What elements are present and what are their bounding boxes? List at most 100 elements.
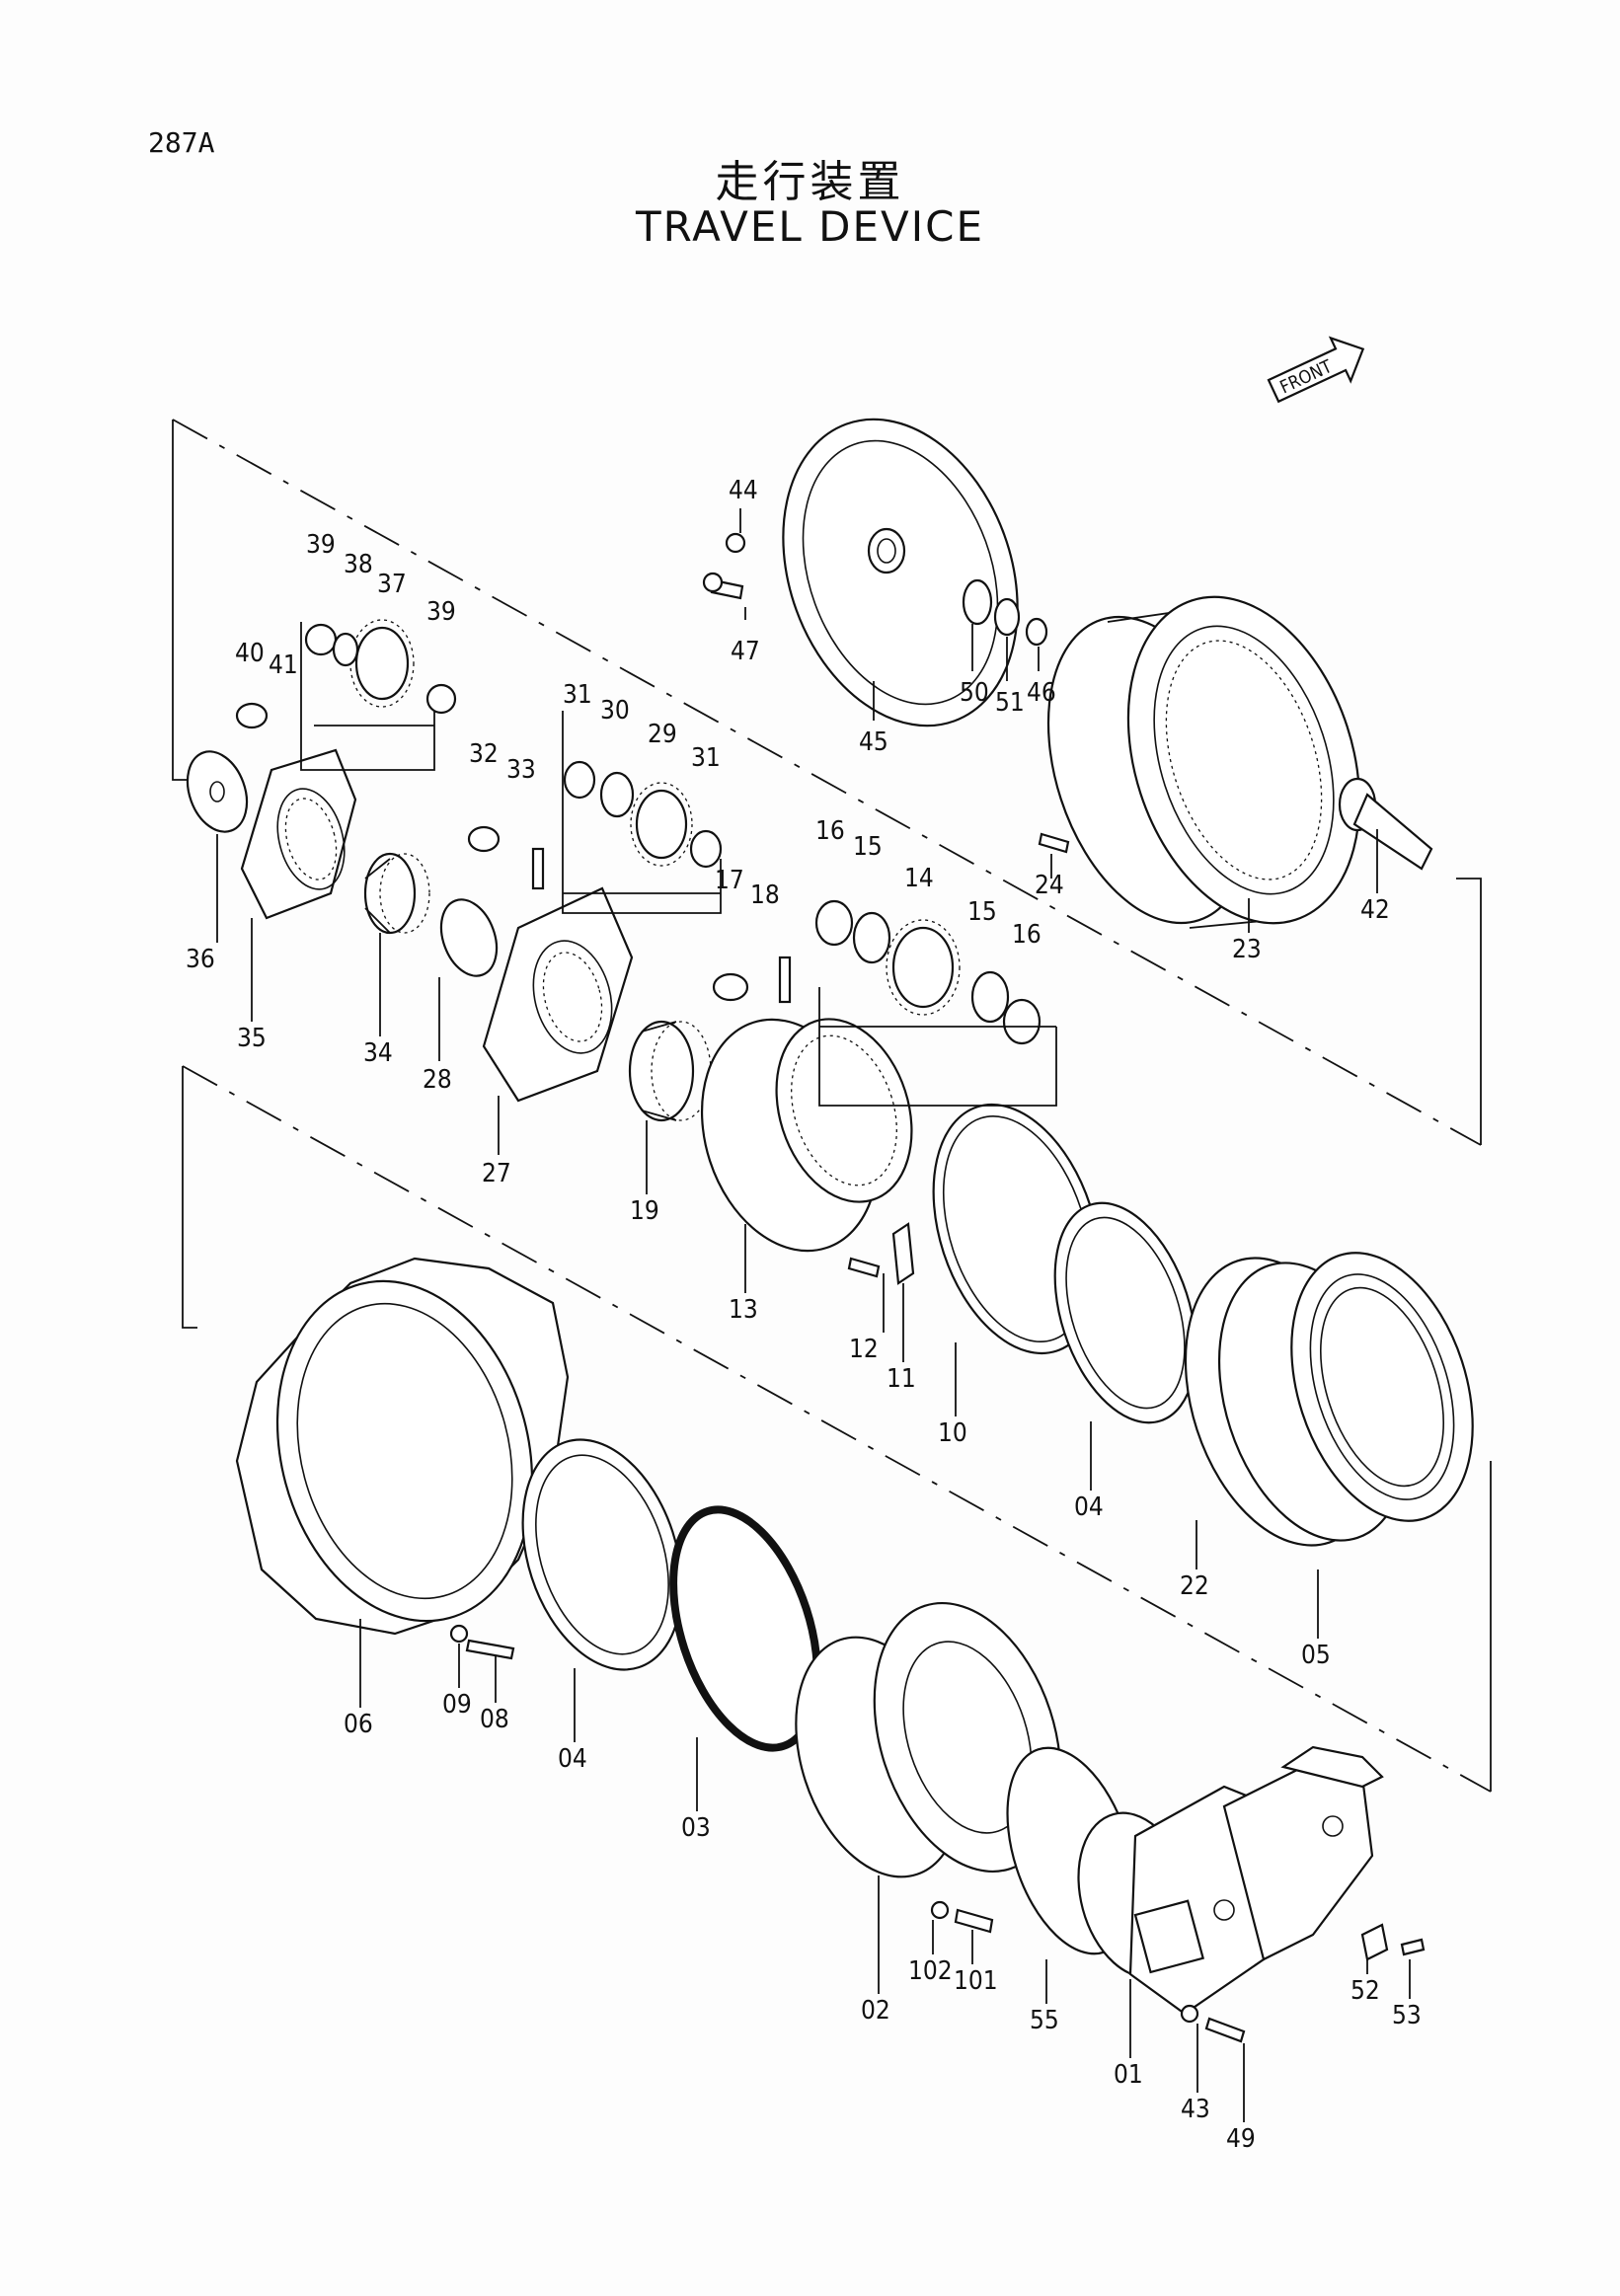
part-13-carrier [700,1018,913,1253]
label-16-b: 16 [1012,920,1041,950]
part-33-pin [531,847,545,890]
label-01: 01 [1114,2060,1143,2090]
part-45-cover [782,418,1019,727]
part-42-shaft [1338,777,1433,871]
part-17-pin [712,972,749,1002]
label-15-a: 15 [853,832,883,862]
part-29-gear [630,782,693,867]
part-03-o-ring [669,1505,821,1752]
label-32: 32 [469,739,499,769]
label-43: 43 [1181,2095,1210,2124]
label-11: 11 [887,1364,916,1394]
label-05: 05 [1301,1641,1331,1670]
label-15-b: 15 [967,897,997,927]
part-24-bolt [1038,832,1070,854]
part-09-washer [449,1624,469,1644]
part-49-bolt [1204,2017,1246,2043]
part-101-bolt [954,1908,994,1934]
label-37: 37 [377,570,407,599]
leader-lines [216,508,1411,2122]
part-04-floating-seal [1053,1201,1197,1424]
label-14: 14 [904,864,934,893]
title-english: TRAVEL DEVICE [635,202,985,251]
front-arrow-icon: FRONT [1267,336,1365,404]
label-30: 30 [600,696,630,726]
part-38-bearing [332,632,359,667]
label-17: 17 [715,866,744,895]
part-11-plate [891,1222,915,1285]
part-01-travel-motor [1077,1745,1384,2016]
label-39-b: 39 [426,597,456,627]
label-22: 22 [1180,1571,1209,1601]
label-45: 45 [859,727,888,757]
part-37-planet-gear [349,619,415,708]
label-23: 23 [1232,935,1262,964]
label-49: 49 [1226,2124,1256,2154]
label-29: 29 [648,720,677,749]
part-04-seal-2-inner [535,1454,669,1655]
part-16-washer-2 [1002,998,1041,1045]
label-16-a: 16 [815,816,845,846]
label-31-a: 31 [563,680,592,710]
label-40: 40 [235,639,265,668]
label-55: 55 [1030,2006,1059,2035]
part-36-hole [209,781,225,803]
page-number: 287A [148,126,215,159]
label-02: 02 [861,1996,890,2026]
label-04-a: 04 [1074,1492,1104,1522]
label-24: 24 [1035,871,1064,900]
label-31-b: 31 [691,743,721,773]
part-34-sun-gear [363,852,430,935]
part-12-bolt [847,1257,881,1278]
label-08: 08 [480,1705,509,1734]
part-05-hub [1217,1252,1474,1542]
label-09: 09 [442,1690,472,1720]
part-04-seal-inner [1065,1216,1186,1410]
label-03: 03 [681,1813,711,1843]
part-15-bearing [852,911,891,964]
label-28: 28 [423,1065,452,1095]
label-42: 42 [1360,895,1390,925]
label-35: 35 [237,1024,267,1053]
label-46: 46 [1027,678,1056,708]
part-32-pin [467,825,501,853]
part-19-sun-gear [628,1020,712,1122]
part-31-washer [563,760,596,800]
part-15-bearing-2 [970,970,1010,1024]
part-number-labels: 44 47 45 50 51 46 39 38 37 39 40 41 36 3… [186,476,1422,2154]
label-47: 47 [731,637,760,666]
parts-50-51-46-bearings [962,578,1048,647]
part-39-washer [304,623,338,656]
part-40-pin [235,702,269,729]
title-japanese: 走行装置 [715,157,905,207]
label-38: 38 [344,550,373,579]
part-30-bearing [599,771,635,818]
part-52-plate [1360,1923,1389,1961]
label-52: 52 [1350,1976,1380,2006]
parts-44-47-bolts [702,532,746,600]
part-06-sprocket [235,1257,570,1636]
label-10: 10 [938,1418,967,1448]
label-27: 27 [482,1159,511,1188]
part-08-bolt [465,1639,515,1660]
label-13: 13 [729,1295,758,1325]
label-51: 51 [995,688,1025,718]
part-53-screw [1400,1938,1426,1956]
part-23-ring-gear [1046,595,1361,929]
label-50: 50 [960,678,989,708]
label-41: 41 [269,651,298,680]
label-39-a: 39 [306,530,336,560]
label-18: 18 [750,880,780,910]
label-44: 44 [729,476,758,505]
label-34: 34 [363,1038,393,1068]
label-12: 12 [849,1335,879,1364]
label-102: 102 [908,1956,953,1986]
part-16-washer [814,899,854,947]
part-43-washer [1180,2004,1199,2024]
assembly-boundary-lines [172,419,1492,1793]
part-02-spindle [795,1602,1062,1878]
part-18-pin [778,956,792,1004]
label-53: 53 [1392,2001,1422,2030]
